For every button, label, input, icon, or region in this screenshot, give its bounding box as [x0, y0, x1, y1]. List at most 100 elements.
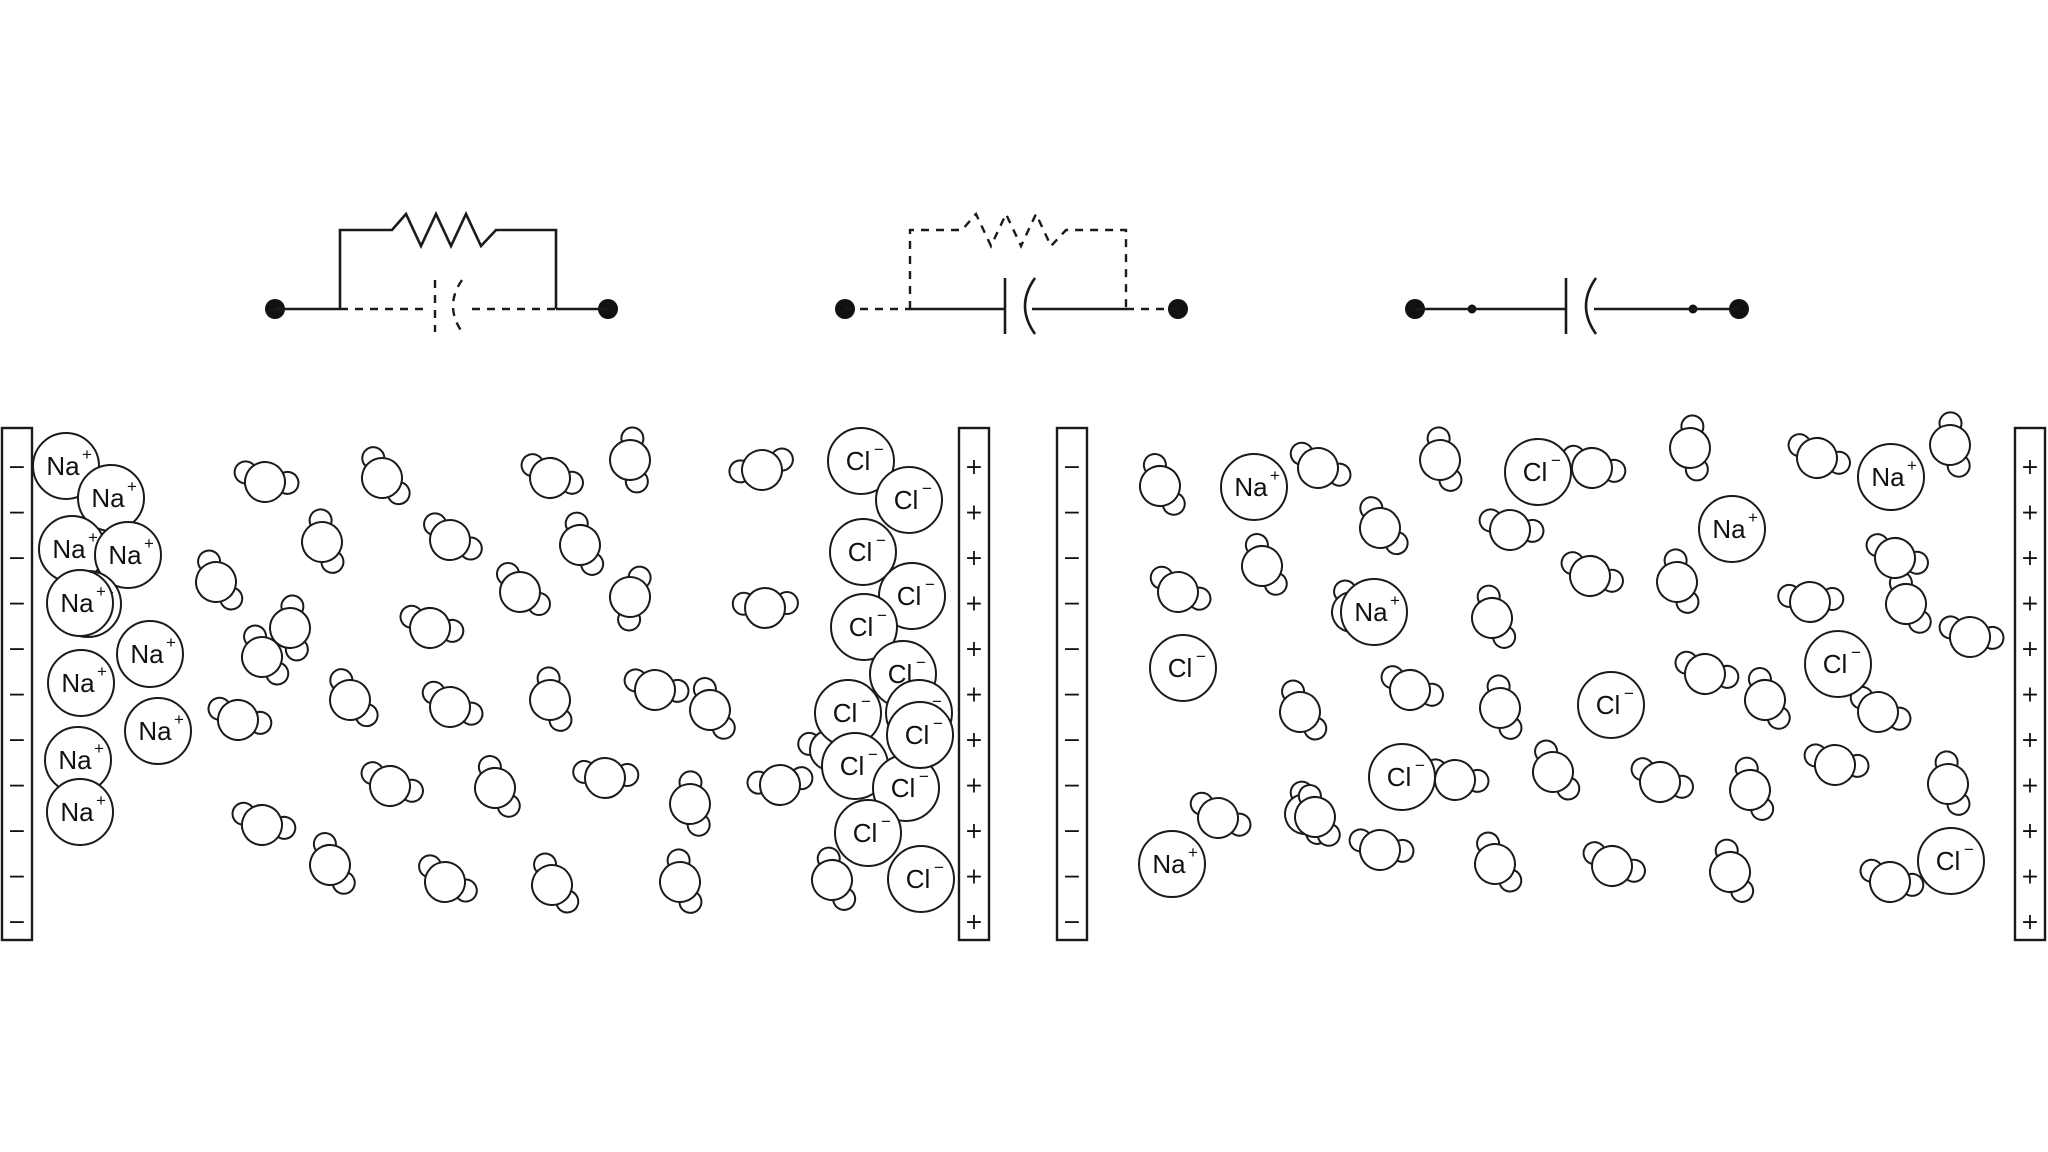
resistor-symbol — [338, 210, 558, 309]
water-molecule — [1744, 666, 1791, 730]
svg-text:Na: Na — [138, 716, 172, 746]
charge-sign: + — [2021, 865, 2039, 890]
positive-charges: +++++++++++ — [965, 455, 983, 935]
svg-text:Na: Na — [46, 451, 80, 481]
water-molecule — [689, 676, 736, 740]
svg-text:Cl: Cl — [894, 485, 919, 515]
water-molecule — [207, 696, 273, 741]
charge-sign: − — [8, 774, 26, 799]
water-molecule — [329, 668, 379, 728]
charge-sign: + — [965, 910, 983, 935]
charge-sign: + — [2021, 546, 2039, 571]
water-molecule — [669, 770, 711, 837]
chloride-ion: Cl− — [829, 518, 897, 586]
water-molecule — [1669, 414, 1711, 482]
svg-text:Cl: Cl — [1523, 457, 1548, 487]
charge-sign: + — [2021, 455, 2039, 480]
sodium-ion: Na+ — [124, 697, 192, 765]
charge-sign: − — [8, 865, 26, 890]
water-molecules — [195, 426, 865, 914]
svg-text:Na: Na — [130, 639, 164, 669]
water-molecule — [1803, 743, 1870, 786]
water-molecule — [609, 426, 651, 494]
water-molecule — [474, 754, 521, 818]
left-cell: −−−−−−−−−−− +++++++++++ Na+Na+Na+Na+Na+N… — [0, 426, 991, 942]
svg-text:Cl: Cl — [897, 581, 922, 611]
sodium-ion: Na+ — [94, 521, 162, 589]
svg-text:+: + — [1270, 466, 1280, 485]
water-molecule — [1241, 532, 1288, 596]
svg-text:Cl: Cl — [905, 720, 930, 750]
svg-text:Na: Na — [52, 534, 86, 564]
water-molecule — [1849, 685, 1912, 733]
charge-sign: − — [1063, 865, 1081, 890]
water-molecule — [1729, 756, 1775, 821]
sodium-ion: Na+ — [116, 620, 184, 688]
water-molecule — [1674, 650, 1740, 695]
svg-text:Na: Na — [60, 797, 94, 827]
svg-text:Na: Na — [1712, 514, 1746, 544]
chloride-ion: Cl− — [827, 427, 895, 495]
svg-text:−: − — [861, 692, 871, 711]
capacitor-symbol-dashed — [340, 279, 556, 333]
water-molecule — [301, 508, 345, 574]
charge-sign: + — [2021, 774, 2039, 799]
svg-text:+: + — [1188, 843, 1198, 862]
circuit-capacitor-only — [1405, 277, 1749, 335]
water-molecule — [609, 565, 652, 632]
water-molecule — [233, 460, 300, 503]
charge-sign: + — [965, 592, 983, 617]
svg-text:Na: Na — [108, 540, 142, 570]
charge-sign: − — [1063, 683, 1081, 708]
charge-sign: + — [2021, 501, 2039, 526]
charge-sign: + — [965, 683, 983, 708]
chloride-ion: Cl− — [821, 732, 889, 800]
right-cell: −−−−−−−−−−− +++++++++++ Na+Na+Na+Na+Na+C… — [1055, 411, 2047, 942]
charge-sign: + — [965, 865, 983, 890]
svg-text:Cl: Cl — [846, 446, 871, 476]
svg-text:Cl: Cl — [891, 773, 916, 803]
charge-sign: + — [2021, 683, 2039, 708]
water-molecule — [421, 680, 484, 728]
sodium-ion: Na+ — [46, 569, 114, 637]
charge-sign: + — [965, 501, 983, 526]
water-molecule — [423, 512, 483, 561]
svg-text:−: − — [919, 767, 929, 786]
water-molecule — [1777, 581, 1845, 623]
circuit-resistor-parallel — [265, 210, 618, 333]
water-molecule — [1289, 441, 1352, 489]
sodium-ion: Na+ — [1340, 578, 1408, 646]
water-molecule — [1709, 838, 1755, 903]
capacitor-symbol — [1564, 277, 1598, 335]
water-molecule — [1348, 828, 1415, 871]
charge-sign: − — [8, 637, 26, 662]
svg-text:−: − — [934, 858, 944, 877]
water-molecule — [195, 549, 244, 611]
svg-text:Na: Na — [91, 483, 125, 513]
water-molecule — [399, 604, 465, 649]
ions: Na+Na+Na+Na+Na+Cl−Cl−Cl−Cl−Cl−Cl− — [1138, 438, 1985, 898]
water-molecule — [1380, 665, 1444, 711]
chloride-ion: Cl− — [872, 754, 940, 822]
svg-text:Na: Na — [60, 588, 94, 618]
negative-charges: −−−−−−−−−−− — [8, 455, 26, 935]
charge-sign: − — [1063, 910, 1081, 935]
chloride-ion: Cl− — [1368, 743, 1436, 811]
svg-text:−: − — [868, 745, 878, 764]
charge-sign: + — [965, 546, 983, 571]
water-molecule — [1294, 783, 1341, 847]
charge-sign: − — [8, 819, 26, 844]
svg-text:−: − — [881, 812, 891, 831]
electrode-positive-right — [2013, 426, 2047, 942]
svg-text:−: − — [1624, 684, 1634, 703]
charge-sign: − — [8, 592, 26, 617]
svg-text:−: − — [932, 692, 942, 711]
svg-text:Na: Na — [1871, 462, 1905, 492]
water-molecule — [623, 668, 690, 711]
negative-charges: −−−−−−−−−−− — [1063, 455, 1081, 935]
svg-text:+: + — [166, 633, 176, 652]
water-molecule — [241, 624, 290, 686]
chloride-ion: Cl− — [1504, 438, 1572, 506]
svg-text:+: + — [174, 710, 184, 729]
svg-text:Cl: Cl — [853, 818, 878, 848]
